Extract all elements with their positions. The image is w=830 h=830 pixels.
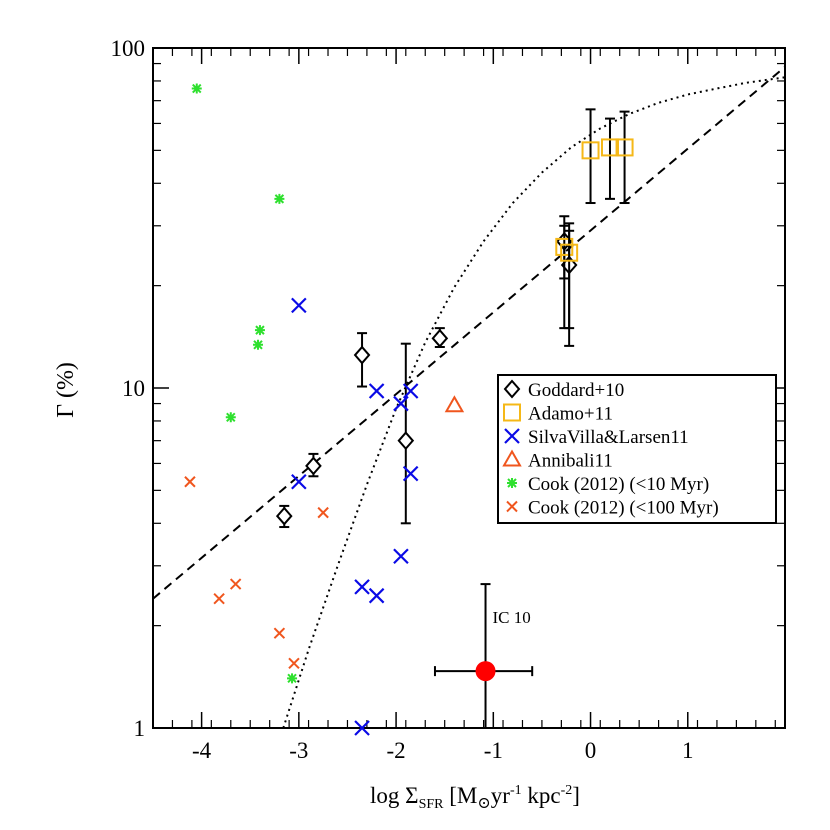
data-point xyxy=(354,720,370,736)
series-2 xyxy=(291,297,419,736)
data-point xyxy=(600,138,619,157)
data-point xyxy=(317,506,329,519)
x-label-tail: kpc xyxy=(522,783,561,808)
data-point xyxy=(393,395,409,412)
legend-label: Cook (2012) (<100 Myr) xyxy=(528,498,719,519)
data-point xyxy=(555,237,574,256)
legend-label: Cook (2012) (<10 Myr) xyxy=(528,474,709,495)
data-point xyxy=(305,456,322,476)
x-label-exp: -1 xyxy=(510,783,522,798)
data-point xyxy=(275,506,293,526)
x-tick-label: 1 xyxy=(682,738,694,763)
data-point xyxy=(560,243,579,262)
data-point xyxy=(254,325,265,336)
data-point xyxy=(291,297,307,314)
data-point xyxy=(353,345,371,365)
data-point xyxy=(581,141,600,160)
data-point xyxy=(274,193,285,204)
x-label-unit: yr xyxy=(491,783,511,808)
dashed-fit-line xyxy=(152,66,786,600)
x-label-close: ] xyxy=(572,783,580,808)
data-point xyxy=(225,412,236,423)
legend-marker xyxy=(502,449,522,467)
data-point xyxy=(354,579,370,595)
data-point xyxy=(253,339,264,350)
data-point xyxy=(444,395,465,413)
data-point xyxy=(287,673,298,684)
y-tick-label: 100 xyxy=(111,36,146,61)
legend-marker xyxy=(506,500,518,513)
legend-label: Adamo+11 xyxy=(528,404,613,425)
data-point xyxy=(397,431,415,451)
legend-label: SilvaVilla&Larsen11 xyxy=(528,427,689,448)
data-point xyxy=(229,578,242,590)
data-marks: IC 10 xyxy=(184,83,634,736)
axis-ticks: -4 -3 -2 -1 0 1 1 10 100 xyxy=(111,36,785,763)
legend-marker xyxy=(504,428,520,444)
legend-marker xyxy=(507,478,517,488)
data-point xyxy=(368,587,385,604)
data-point xyxy=(291,473,307,490)
legend-marker xyxy=(503,379,521,399)
legend: Goddard+10Adamo+11SilvaVilla&Larsen11Ann… xyxy=(497,374,777,524)
series-5 xyxy=(184,476,329,669)
data-point xyxy=(402,465,419,482)
ic10-point xyxy=(475,661,496,682)
data-point xyxy=(615,138,634,157)
series-4 xyxy=(191,83,298,684)
data-point xyxy=(191,83,202,94)
x-tick-label: 0 xyxy=(585,738,597,763)
data-point xyxy=(288,657,300,669)
data-point xyxy=(402,383,419,399)
series-3 xyxy=(444,395,465,413)
x-label-prefix: log Σ xyxy=(370,783,419,808)
data-point xyxy=(393,548,409,565)
y-axis-label: Γ (%) xyxy=(53,362,79,418)
y-tick-label: 10 xyxy=(122,376,145,401)
legend-marker xyxy=(503,403,521,422)
data-point xyxy=(273,627,286,639)
x-tick-label: -4 xyxy=(192,738,212,763)
series-1 xyxy=(555,108,634,330)
legend-box xyxy=(497,374,777,524)
legend-label: Goddard+10 xyxy=(528,380,624,401)
x-label-sub: SFR xyxy=(419,797,445,812)
ic10-label: IC 10 xyxy=(493,608,531,627)
y-tick-label: 1 xyxy=(134,716,146,741)
x-label-sun: ⊙ xyxy=(477,795,490,812)
data-point xyxy=(184,476,196,488)
fit-curves xyxy=(152,66,786,729)
x-tick-label: -3 xyxy=(289,738,308,763)
x-axis-label: log ΣSFR [M⊙yr-1 kpc-2] xyxy=(370,783,580,812)
x-label-exp2: -2 xyxy=(561,783,573,798)
data-point xyxy=(431,328,449,348)
data-point xyxy=(368,383,385,399)
x-tick-label: -1 xyxy=(484,738,503,763)
legend-label: Annibali11 xyxy=(528,451,613,472)
x-label-suffix: [M xyxy=(444,783,478,808)
x-tick-label: -2 xyxy=(386,738,405,763)
data-point xyxy=(213,593,225,605)
ic10-point-group: IC 10 xyxy=(433,583,534,728)
